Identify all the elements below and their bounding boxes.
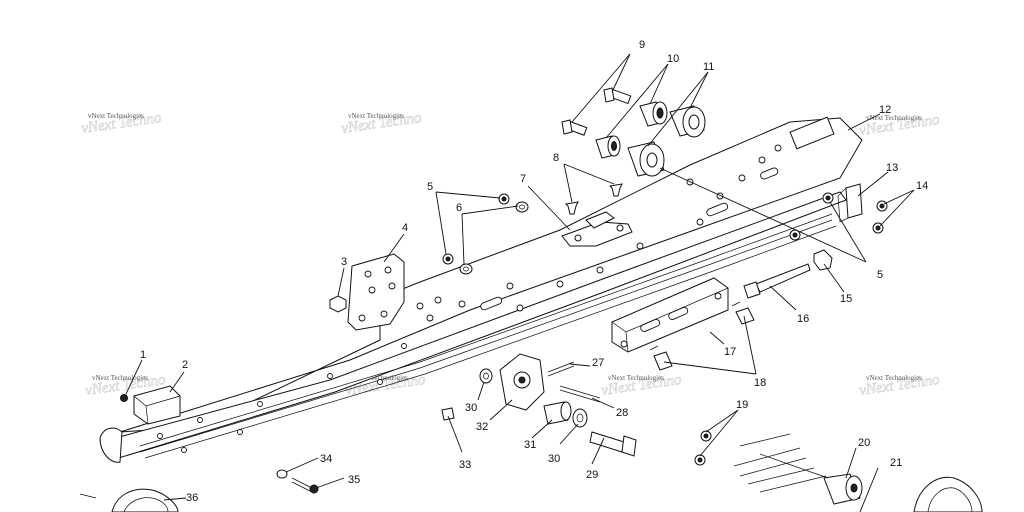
part-32-mount	[499, 353, 545, 411]
watermark: vNext Techno vNext Technologies	[858, 111, 941, 139]
part-16-bolt	[743, 263, 811, 299]
rail-slot	[789, 116, 835, 150]
callout-30-left: 30	[465, 402, 477, 414]
callout-17: 17	[724, 346, 736, 358]
leader-lines	[125, 53, 915, 512]
part-21-wheel	[913, 476, 983, 512]
callout-36: 36	[186, 492, 198, 504]
watermark-text: vNext Technologies	[92, 374, 148, 382]
callout-31: 31	[524, 439, 536, 451]
part-2-front-block	[133, 385, 181, 425]
rail-slots	[480, 167, 779, 311]
part-18-bolts	[649, 301, 755, 371]
part-34-washer	[276, 469, 288, 479]
part-7-bracket	[561, 211, 633, 247]
callout-15: 15	[840, 293, 852, 305]
part-33-bolt	[441, 407, 455, 421]
part-19-nuts	[694, 430, 712, 466]
part-30-washers	[479, 368, 588, 428]
callout-19: 19	[736, 399, 748, 411]
callout-29: 29	[586, 469, 598, 481]
part-6-washers	[459, 201, 529, 275]
part-14-nuts	[872, 200, 888, 234]
rail-holes	[157, 144, 782, 453]
part-31-spacer	[543, 401, 572, 425]
watermark: vNext Techno vNext Technologies	[858, 371, 941, 399]
callout-30-right: 30	[548, 453, 560, 465]
callout-1: 1	[140, 349, 146, 361]
callout-18: 18	[754, 377, 766, 389]
part-13-bracket	[837, 183, 863, 223]
watermark-text: vNext Technologies	[348, 112, 404, 120]
callout-3: 3	[341, 256, 347, 268]
part-15-nut	[813, 249, 833, 271]
slide-strip	[139, 213, 833, 447]
callout-34: 34	[320, 453, 332, 465]
watermark-text: vNext Technologies	[866, 114, 922, 122]
part-5-nuts	[442, 192, 834, 265]
callout-20: 20	[858, 437, 870, 449]
watermark: vNext Techno vNext Technologies	[80, 109, 163, 137]
part-9-bolts	[561, 87, 632, 136]
part-8-rivets	[564, 183, 623, 215]
callout-4: 4	[402, 222, 408, 234]
callout-13: 13	[886, 162, 898, 174]
part-3-nut	[329, 295, 347, 313]
callout-16: 16	[797, 313, 809, 325]
callout-6: 6	[456, 202, 462, 214]
watermark: vNext Techno vNext Technologies	[340, 109, 423, 137]
lower-rail-fragment	[733, 433, 827, 493]
rail-front-curl	[99, 427, 123, 463]
callout-2: 2	[182, 359, 188, 371]
watermark-text: vNext Technologies	[352, 374, 408, 382]
watermark-text: vNext Technologies	[866, 374, 922, 382]
part-28-pin	[559, 385, 601, 403]
part-36-wheel	[79, 488, 179, 512]
callout-labels: 1 2 3 4 5 5 6 7 8 9 10 11 12 13 14 15 16…	[140, 39, 928, 504]
callout-35: 35	[348, 474, 360, 486]
rail-assembly	[99, 116, 863, 463]
part-1-screw	[120, 394, 128, 402]
callout-5: 5	[427, 181, 433, 193]
callout-28: 28	[616, 407, 628, 419]
part-17-block	[611, 277, 729, 353]
part-4-plate	[347, 253, 405, 331]
part-10-bushings	[595, 101, 668, 159]
callout-5-right: 5	[877, 269, 883, 281]
callout-14: 14	[916, 180, 928, 192]
watermark-text: vNext Technologies	[608, 374, 664, 382]
part-29-bolt	[589, 431, 637, 457]
slide-strip	[144, 225, 837, 459]
callout-27: 27	[592, 357, 604, 369]
callout-9: 9	[639, 39, 645, 51]
part-20-axle	[759, 453, 863, 505]
callout-32: 32	[476, 421, 488, 433]
watermark-text: vNext Technologies	[88, 112, 144, 120]
part-11-spacers	[627, 105, 706, 177]
callout-21: 21	[890, 457, 902, 469]
callout-11: 11	[703, 61, 714, 73]
watermark: vNext Techno vNext Technologies	[600, 371, 683, 399]
callout-8: 8	[553, 152, 559, 164]
rail-upper	[119, 117, 863, 433]
rail-lower	[107, 191, 847, 461]
slide-strip	[139, 219, 833, 453]
callout-7: 7	[520, 173, 526, 185]
callout-12: 12	[879, 104, 891, 116]
callout-33: 33	[459, 459, 471, 471]
callout-10: 10	[667, 53, 679, 65]
part-27-pin	[547, 361, 575, 377]
part-35-bolt	[291, 477, 319, 494]
